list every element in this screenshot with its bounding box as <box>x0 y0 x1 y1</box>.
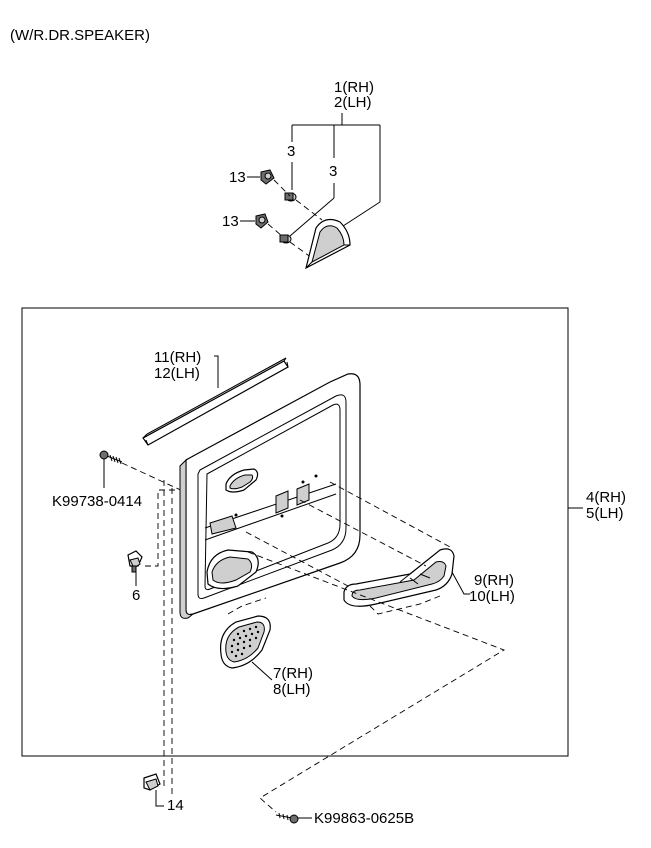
corner-trim-piece <box>305 218 351 270</box>
guide-k2 <box>247 551 506 813</box>
callout-k99738: K99738-0414 <box>52 493 142 510</box>
callout-1-bracket <box>291 113 381 202</box>
door-pocket <box>209 513 238 535</box>
callout-14: 14 <box>167 797 184 814</box>
callout-2: 2(LH) <box>334 94 372 111</box>
fastener-14-group: 14 <box>143 480 184 814</box>
guide-3a <box>295 199 323 221</box>
screw-k99738 <box>99 450 123 465</box>
speaker-grille-group: 7(RH) 8(LH) <box>219 597 313 698</box>
callout-10: 10(LH) <box>469 588 515 605</box>
callout-12: 12(LH) <box>154 365 200 382</box>
screw-k99738-group: K99738-0414 <box>52 450 186 510</box>
leader-9 <box>451 571 470 595</box>
guide-grille <box>227 597 267 615</box>
guide-armrest-1 <box>329 481 453 549</box>
guide-3b <box>289 241 313 259</box>
fastener-14 <box>143 773 161 791</box>
callout-8: 8(LH) <box>273 681 311 698</box>
switch-cutouts <box>275 474 318 518</box>
corner-trim-group: 1(RH) 2(LH) 3 3 13 13 <box>222 79 381 270</box>
callout-k99863: K99863-0625B <box>314 810 414 827</box>
diagram-header: (W/R.DR.SPEAKER) <box>10 27 150 44</box>
clip-3-lower <box>279 234 292 244</box>
armrest-group: 9(RH) 10(LH) <box>245 481 515 615</box>
guide-screw <box>121 462 186 493</box>
screw-k99863 <box>275 812 299 824</box>
screw-k99863-group: K99863-0625B <box>275 810 414 827</box>
grille-holes <box>230 625 260 658</box>
leader-11 <box>214 355 219 388</box>
callout-1-leader <box>339 201 381 229</box>
door-trim-panel <box>179 373 361 619</box>
leader-14 <box>155 790 164 807</box>
callout-13a: 13 <box>229 169 246 186</box>
guide-armrest-2 <box>299 499 427 567</box>
clip-3-upper <box>284 192 297 202</box>
callout-13b: 13 <box>222 213 239 230</box>
guide-clip6 <box>145 489 178 567</box>
callout-3a: 3 <box>287 143 295 160</box>
leader-3b-diag <box>289 197 335 237</box>
callout-9: 9(RH) <box>474 572 514 589</box>
weatherstrip-group: 11(RH) 12(LH) <box>142 349 289 446</box>
armrest-handle <box>343 548 455 607</box>
speaker-grille <box>219 615 271 669</box>
leader-7 <box>251 661 273 681</box>
callout-7: 7(RH) <box>273 665 313 682</box>
handle-cavity <box>225 468 259 493</box>
callout-1: 1(RH) <box>334 79 374 96</box>
guide-13b <box>267 223 283 237</box>
clip-6 <box>127 550 143 573</box>
callout-6: 6 <box>132 587 140 604</box>
callout-11: 11(RH) <box>154 349 201 366</box>
speaker-opening <box>206 549 259 590</box>
callout-5: 5(LH) <box>586 505 624 522</box>
guide-armrest-4 <box>369 595 441 615</box>
callout-3b: 3 <box>329 163 337 180</box>
guide-13a <box>273 179 291 197</box>
callout-4: 4(RH) <box>586 489 626 506</box>
weatherstrip <box>142 357 289 446</box>
assembly-frame <box>21 307 569 757</box>
fastener-13-upper <box>260 169 275 185</box>
fastener-13-lower <box>255 213 269 229</box>
clip-6-group: 6 <box>127 489 178 604</box>
